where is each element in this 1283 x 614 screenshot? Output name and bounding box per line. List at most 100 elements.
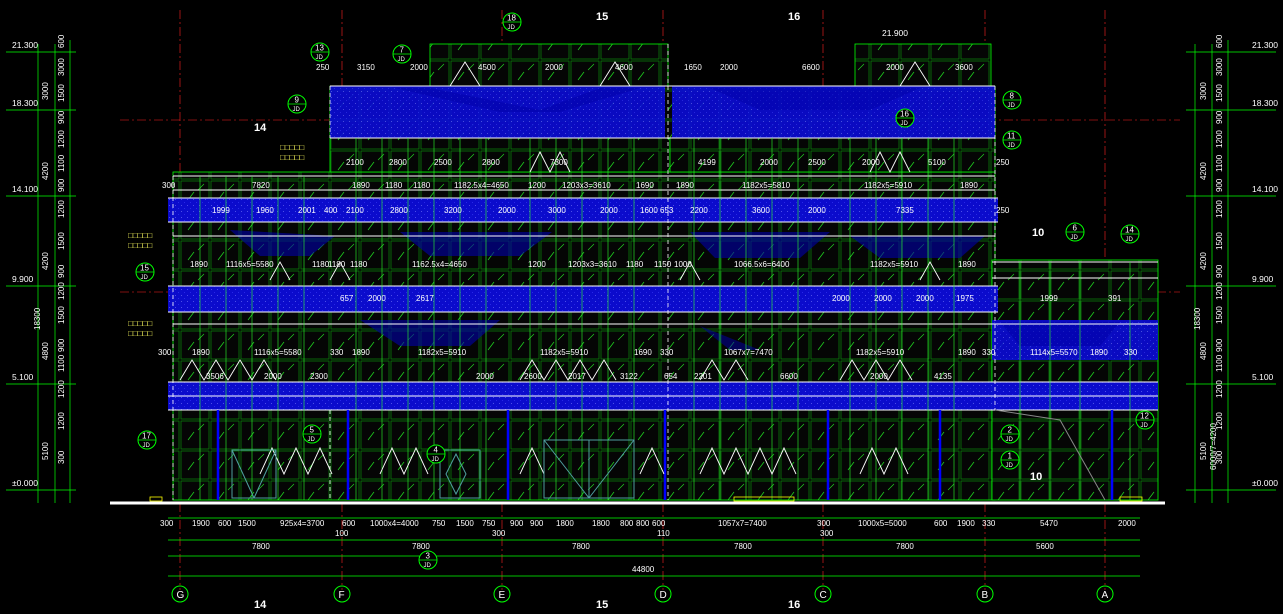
left-dim-4: 1200 [57,130,66,148]
right-dim-8: 1500 [1215,232,1224,250]
row8_dims-10: 2000 [870,372,888,381]
callout-number-17: 17 [142,432,151,441]
row3_dims-0: 7820 [252,181,270,190]
row3_dims-2: 1180 [385,181,403,190]
row6_dims-2: 2617 [416,294,434,303]
row5_dims-0: 1890 [190,260,208,269]
tier_dims-10: 250 [996,158,1010,167]
right-dim-7: 1200 [1215,200,1224,218]
axis-bubble-e [493,585,511,603]
row4_dims-5: 2800 [390,206,408,215]
axis-bubble-d [654,585,672,603]
bottom_dims-20: 600 [934,519,948,528]
right-dim-13: 1100 [1215,354,1224,372]
row3_dims-8: 1890 [676,181,694,190]
row7_dims-2: 1116x5=5580 [254,348,302,357]
callout-tag-16: JD [901,121,909,127]
left-dim-6: 900 [57,178,66,192]
bottom_dims-1: 1900 [192,519,210,528]
axis-bubble-b [976,585,994,603]
row4_dims-12: 2200 [690,206,708,215]
left-dim-12: 900 [57,338,66,352]
row7_dims-3: 330 [330,348,344,357]
row6_dims-3: 2000 [832,294,850,303]
axis-label-2: E [499,590,506,601]
row4_dims-6: 3200 [444,206,462,215]
tier_dims-0: 2100 [346,158,364,167]
left-dim-7: 1200 [57,200,66,218]
level-right-5: ±0.000 [1252,478,1278,488]
row3_dims-6: 1203x3=3610 [562,181,611,190]
level-left-1: 18.300 [12,98,38,108]
note-1: □□□□□ [280,153,304,162]
axis-bubble-g [171,585,189,603]
bottom_dims-17: 1057x7=7400 [718,519,767,528]
roof_dims-5: 2000 [720,63,738,72]
note-0: □□□□□ [280,143,304,152]
row4_dims-7: 2000 [498,206,516,215]
callout-number-3: 3 [426,552,431,561]
left-dim-3: 900 [57,110,66,124]
callout-number-13: 13 [315,44,324,53]
glass-band-l3 [168,198,998,222]
right-dim-9: 900 [1215,264,1224,278]
row3_dims-10: 1182x5=5910 [864,181,913,190]
tier_dims-5: 4199 [698,158,716,167]
row6_dims-8: 391 [1108,294,1122,303]
left-total-2: 4200 [41,252,50,270]
axis-bubble-f [333,585,351,603]
row4_dims-16: 250 [996,206,1010,215]
row7_dims-8: 330 [660,348,674,357]
callout-tag-4: JD [432,457,440,463]
bottom_dims-9: 750 [482,519,496,528]
row8_dims-1: 2000 [264,372,282,381]
roof_dims-0: 2000 [410,63,428,72]
row7_dims-1: 1890 [192,348,210,357]
right-total-5: 18300 [1193,307,1202,330]
right-dim-10: 1200 [1215,282,1224,300]
callout-number-9: 9 [295,96,300,105]
note-5: □□□□□ [128,329,152,338]
roof_dims-9: 3150 [357,63,375,72]
row5_dims-3: 1180 [328,260,346,269]
right-dim-15: 1200 [1215,412,1224,430]
callout-number-5: 5 [310,426,315,435]
left-dim-10: 1200 [57,282,66,300]
row4_dims-11: 653 [660,206,674,215]
row4_dims-8: 3000 [548,206,566,215]
entrance-doors [231,439,635,499]
left-total-0: 3000 [41,82,50,100]
callout-number-11: 11 [1007,132,1016,141]
bottom_dims-22: 330 [982,519,996,528]
level-top: 21.900 [882,28,908,38]
row7_dims-9: 1067x7=7470 [724,348,773,357]
axis-label-6: A [1102,590,1109,601]
bottom_bays-0: 7800 [252,542,270,551]
callout-tag-7: JD [398,57,406,63]
row5_dims-7: 1203x3=3610 [568,260,617,269]
row7_dims-6: 1182x5=5910 [540,348,589,357]
row6_dims-1: 2000 [368,294,386,303]
level-left-2: 14.100 [12,184,38,194]
callout-tag-8: JD [1008,103,1016,109]
row8_dims-9: 6600 [780,372,798,381]
right-extra-0: 6000/7=4200 [1209,423,1218,470]
bottom_dims-21: 1900 [957,519,975,528]
level-left-0: 21.300 [12,40,38,50]
axis-label-4: C [820,590,827,601]
row5_dims-11: 1066.5x6=6400 [734,260,790,269]
callout-tag-5: JD [308,437,316,443]
row5_dims-4: 1180 [350,260,368,269]
roof_dims-2: 2000 [545,63,563,72]
row4_dims-14: 2000 [808,206,826,215]
callout-number-15: 15 [140,264,149,273]
level-right-3: 9.900 [1252,274,1274,284]
row3_dims-9: 1182x5=5810 [742,181,791,190]
right-dim-3: 900 [1215,110,1224,124]
left-dim-16: 300 [57,450,66,464]
row6_dims-5: 2000 [916,294,934,303]
roof_dims-8: 3600 [955,63,973,72]
roof_dims-3: 4600 [615,63,633,72]
mark-15-bottom: 15 [596,599,608,611]
bottom_dims-8: 1500 [456,519,474,528]
